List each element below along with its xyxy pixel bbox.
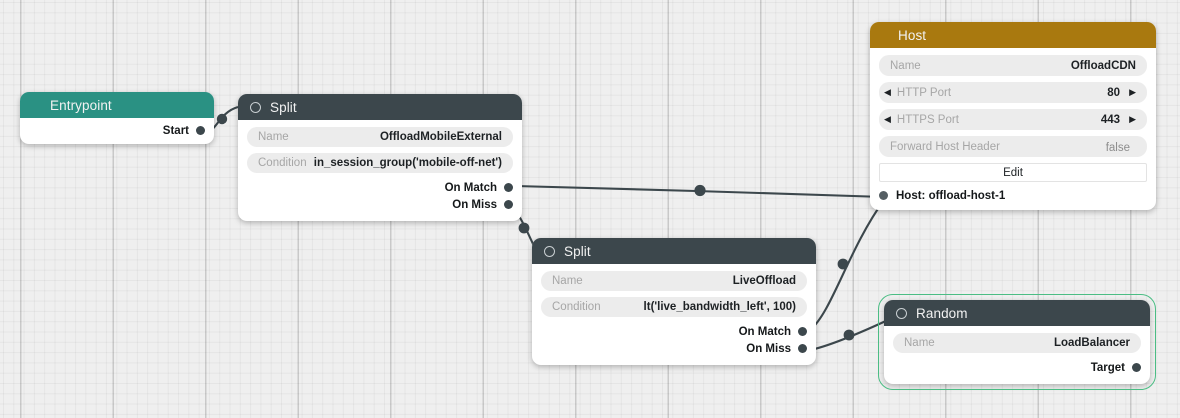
- increment-arrow-icon[interactable]: ▶: [1129, 114, 1136, 124]
- port-on-miss[interactable]: On Miss: [247, 196, 513, 213]
- field-http-port-label: HTTP Port: [896, 86, 952, 99]
- port-start-dot[interactable]: [196, 126, 205, 135]
- field-name[interactable]: Name OffloadMobileExternal: [247, 127, 513, 147]
- node-split1-header[interactable]: Split: [238, 94, 522, 120]
- node-random-load-balancer[interactable]: Random Name LoadBalancer Target: [878, 294, 1156, 390]
- port-on-match-dot[interactable]: [798, 327, 807, 336]
- decrement-arrow-icon[interactable]: ◀: [884, 114, 891, 124]
- port-target-label: Target: [1090, 361, 1125, 374]
- edge-split2-match-to-host[interactable]: [809, 199, 885, 331]
- edit-button[interactable]: Edit: [879, 163, 1147, 182]
- field-forward-host-header-value: false: [1105, 141, 1130, 154]
- port-host-input-label: Host: offload-host-1: [896, 189, 1006, 202]
- node-entrypoint-body: Start: [20, 118, 214, 144]
- node-random-header[interactable]: Random: [884, 300, 1150, 326]
- node-split2-header[interactable]: Split: [532, 238, 816, 264]
- port-on-match-label: On Match: [444, 181, 497, 194]
- port-on-miss[interactable]: On Miss: [541, 340, 807, 357]
- port-on-match[interactable]: On Match: [541, 323, 807, 340]
- port-start-label: Start: [162, 124, 189, 137]
- circle-icon: [896, 307, 907, 319]
- circle-icon: [250, 101, 261, 113]
- node-host-body: Name OffloadCDN ◀ HTTP Port 80 ▶ ◀ HTTPS…: [870, 48, 1156, 210]
- field-name[interactable]: Name LiveOffload: [541, 271, 807, 291]
- field-name-label: Name: [552, 275, 583, 287]
- field-name[interactable]: Name LoadBalancer: [893, 333, 1141, 353]
- field-name-label: Name: [258, 131, 289, 143]
- field-condition-value: in_session_group('mobile-off-net'): [313, 157, 502, 169]
- increment-arrow-icon[interactable]: ▶: [1129, 87, 1136, 97]
- port-start[interactable]: Start: [29, 122, 205, 139]
- field-https-port-value: 443: [1100, 113, 1121, 126]
- node-split1-body: Name OffloadMobileExternal Condition in_…: [238, 120, 522, 221]
- field-http-port[interactable]: ◀ HTTP Port 80 ▶: [879, 82, 1147, 103]
- node-entrypoint-title: Entrypoint: [50, 97, 112, 113]
- field-condition-label: Condition: [552, 301, 601, 313]
- edge-waypoint[interactable]: [843, 329, 855, 341]
- field-name-value: LiveOffload: [732, 275, 796, 287]
- field-condition-value: lt('live_bandwidth_left', 100): [643, 301, 796, 313]
- node-host-offload-cdn[interactable]: Host Name OffloadCDN ◀ HTTP Port 80 ▶ ◀: [870, 22, 1156, 210]
- field-https-port[interactable]: ◀ HTTPS Port 443 ▶: [879, 109, 1147, 130]
- edge-waypoint[interactable]: [694, 184, 706, 197]
- port-on-match-dot[interactable]: [504, 183, 513, 192]
- port-on-miss-dot[interactable]: [798, 344, 807, 353]
- field-condition[interactable]: Condition lt('live_bandwidth_left', 100): [541, 297, 807, 317]
- field-forward-host-header-label: Forward Host Header: [890, 140, 1000, 153]
- node-split2-title: Split: [564, 243, 591, 259]
- port-on-match[interactable]: On Match: [247, 179, 513, 196]
- edge-waypoint[interactable]: [837, 258, 849, 270]
- port-on-miss-dot[interactable]: [504, 200, 513, 209]
- field-condition-label: Condition: [258, 157, 307, 169]
- circle-icon: [544, 245, 555, 257]
- decrement-arrow-icon[interactable]: ◀: [884, 87, 891, 97]
- port-on-miss-label: On Miss: [746, 342, 791, 355]
- field-name-label: Name: [890, 59, 921, 72]
- field-condition[interactable]: Condition in_session_group('mobile-off-n…: [247, 153, 513, 173]
- node-split1-title: Split: [270, 99, 297, 115]
- node-host-header[interactable]: Host: [870, 22, 1156, 48]
- edge-waypoint[interactable]: [518, 222, 530, 234]
- field-name-value: OffloadMobileExternal: [379, 131, 502, 143]
- field-https-port-label: HTTPS Port: [896, 113, 959, 126]
- node-split2-body: Name LiveOffload Condition lt('live_band…: [532, 264, 816, 365]
- node-entrypoint[interactable]: Entrypoint Start: [20, 92, 214, 144]
- field-http-port-value: 80: [1107, 86, 1121, 99]
- field-forward-host-header[interactable]: Forward Host Header false: [879, 136, 1147, 157]
- port-host-input-dot[interactable]: [879, 191, 888, 200]
- node-entrypoint-header[interactable]: Entrypoint: [20, 92, 214, 118]
- field-name[interactable]: Name OffloadCDN: [879, 55, 1147, 76]
- node-split-live-offload[interactable]: Split Name LiveOffload Condition lt('liv…: [532, 238, 816, 365]
- node-split-offload-mobile-external[interactable]: Split Name OffloadMobileExternal Conditi…: [238, 94, 522, 221]
- node-random-title: Random: [916, 305, 968, 321]
- field-name-value: LoadBalancer: [1053, 337, 1130, 349]
- field-name-label: Name: [904, 337, 935, 349]
- port-target[interactable]: Target: [893, 359, 1141, 376]
- field-name-value: OffloadCDN: [1070, 59, 1136, 72]
- port-on-miss-label: On Miss: [452, 198, 497, 211]
- port-target-dot[interactable]: [1132, 363, 1141, 372]
- node-random-body: Name LoadBalancer Target: [884, 326, 1150, 384]
- port-host-input[interactable]: Host: offload-host-1: [879, 187, 1147, 204]
- edge-waypoint[interactable]: [216, 113, 228, 125]
- port-on-match-label: On Match: [738, 325, 791, 338]
- node-host-title: Host: [898, 27, 927, 43]
